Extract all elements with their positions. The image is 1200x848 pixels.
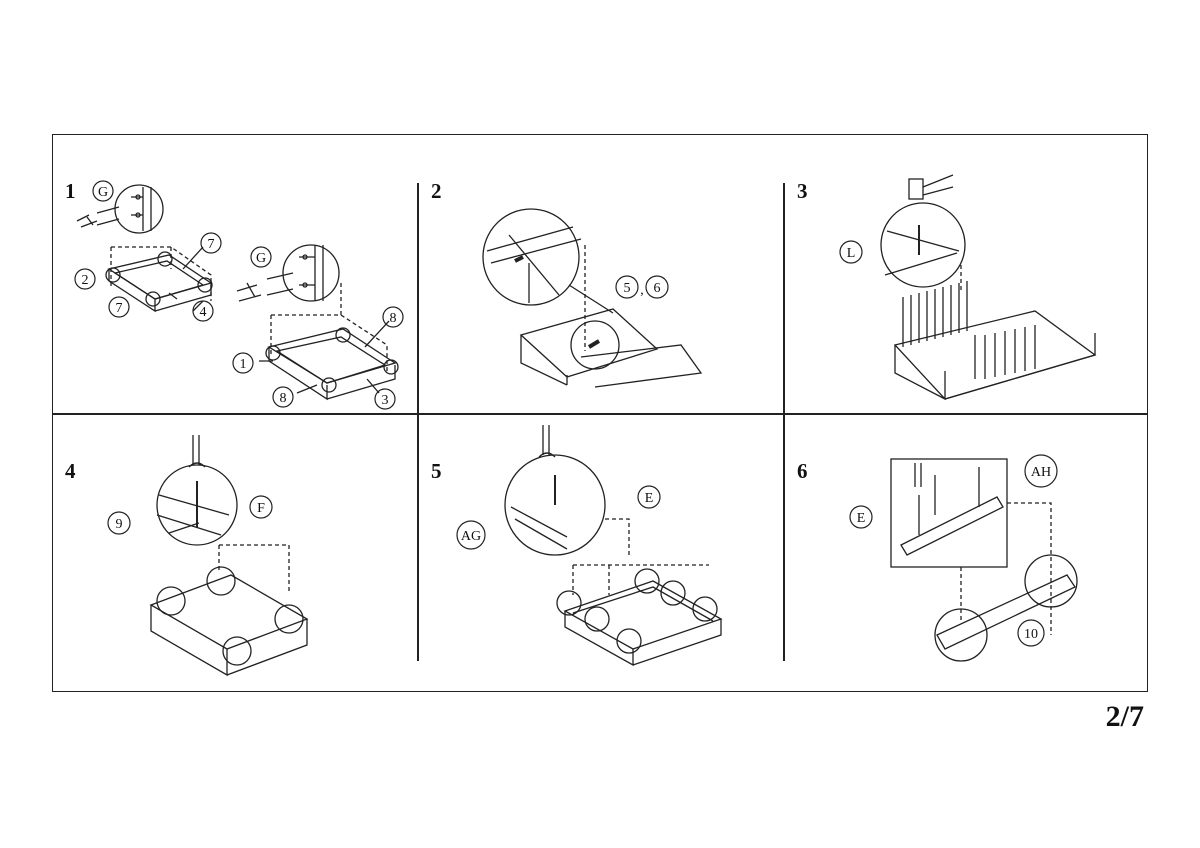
part-label: G xyxy=(98,185,108,200)
step-3-panel: 3 L xyxy=(785,135,1149,413)
part-label: 3 xyxy=(382,393,389,408)
step-number: 6 xyxy=(797,459,808,483)
part-label: F xyxy=(257,501,265,516)
part-label: 7 xyxy=(208,237,215,252)
step-5-panel: 5 E AG xyxy=(419,415,783,693)
step-4-panel: 4 9 F xyxy=(53,415,417,693)
step-number: 5 xyxy=(431,459,442,483)
row-divider xyxy=(53,413,1148,415)
part-label: 5 xyxy=(624,281,631,296)
step-4-illustration: 9 F xyxy=(107,435,309,677)
panel-divider xyxy=(417,183,419,661)
instruction-sheet: 1 xyxy=(52,134,1148,692)
step-number: 3 xyxy=(797,179,808,203)
part-label: 2 xyxy=(82,273,89,288)
step-1-panel: 1 xyxy=(53,135,417,413)
part-label: 9 xyxy=(116,517,123,532)
step-number: 1 xyxy=(65,179,76,203)
label-separator: , xyxy=(640,283,644,298)
step-number: 4 xyxy=(65,459,76,483)
part-label: 8 xyxy=(390,311,397,326)
panel-divider xyxy=(783,183,785,661)
step-2-illustration: 5 , 6 xyxy=(482,208,703,388)
step-3-illustration: L xyxy=(839,174,1097,401)
part-label: AG xyxy=(461,529,481,544)
part-label: 8 xyxy=(280,391,287,406)
part-label: G xyxy=(256,251,266,266)
part-label: 10 xyxy=(1024,627,1038,642)
step-number: 2 xyxy=(431,179,442,203)
part-label: 6 xyxy=(654,281,661,296)
part-label: E xyxy=(645,491,654,506)
part-label: 7 xyxy=(116,301,123,316)
part-label: 4 xyxy=(200,305,207,320)
step-5-illustration: E AG xyxy=(456,425,723,667)
step-6-illustration: AH E 10 xyxy=(849,454,1078,662)
part-label: 1 xyxy=(240,357,247,372)
part-label: E xyxy=(857,511,866,526)
part-label: AH xyxy=(1031,465,1051,480)
step-1-illustration: G 7 2 7 4 G 8 1 8 3 xyxy=(74,180,404,410)
part-label: L xyxy=(847,246,856,261)
page-number: 2/7 xyxy=(1105,700,1144,733)
step-6-panel: 6 AH E 10 xyxy=(785,415,1149,693)
step-2-panel: 2 5 , 6 xyxy=(419,135,783,413)
